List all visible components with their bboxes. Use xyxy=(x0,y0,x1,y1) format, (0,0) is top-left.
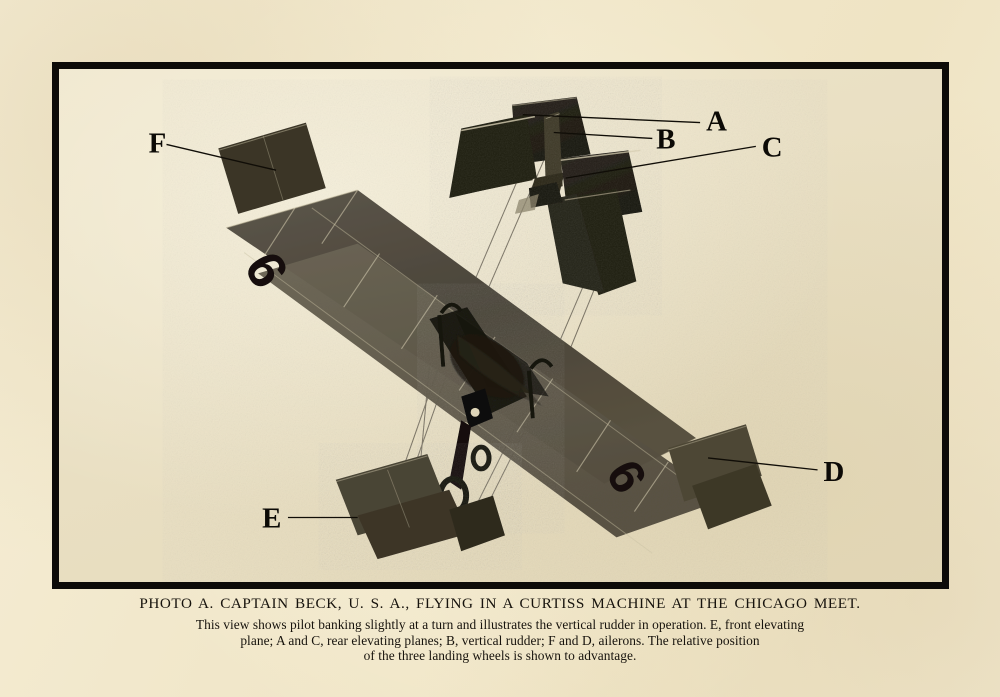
callout-letters: A B C D E F xyxy=(149,106,845,535)
aileron-right xyxy=(668,424,772,530)
aircraft-photograph: 9 9 xyxy=(59,69,942,582)
interplane-struts xyxy=(439,302,554,370)
photo-plate-frame: 9 9 xyxy=(52,62,949,589)
callout-letter-C: C xyxy=(762,131,783,163)
caption-body-line-1: This view shows pilot banking slightly a… xyxy=(195,616,805,632)
aileron-left xyxy=(218,122,326,214)
callout-letter-E: E xyxy=(262,502,281,534)
callout-leader-lines xyxy=(166,113,818,519)
rear-elevating-plane-upper xyxy=(449,96,591,198)
callout-letter-D: D xyxy=(824,456,845,488)
callout-letter-B: B xyxy=(656,123,675,155)
photo-plate-inner: 9 9 xyxy=(57,67,944,584)
engine-nacelle-and-pilot xyxy=(429,302,554,516)
caption-block: PHOTO A. CAPTAIN BECK, U. S. A., FLYING … xyxy=(0,596,1000,664)
caption-body: This view shows pilot banking slightly a… xyxy=(0,617,1000,664)
caption-body-line-3: of the three landing wheels is shown to … xyxy=(363,648,637,664)
tail-assembly xyxy=(449,96,643,296)
callout-letter-F: F xyxy=(149,127,167,159)
caption-title: PHOTO A. CAPTAIN BECK, U. S. A., FLYING … xyxy=(139,595,861,612)
front-elevating-plane xyxy=(335,453,505,560)
callout-letter-A: A xyxy=(706,106,727,138)
caption-body-line-2: plane; A and C, rear elevating planes; B… xyxy=(240,632,760,648)
